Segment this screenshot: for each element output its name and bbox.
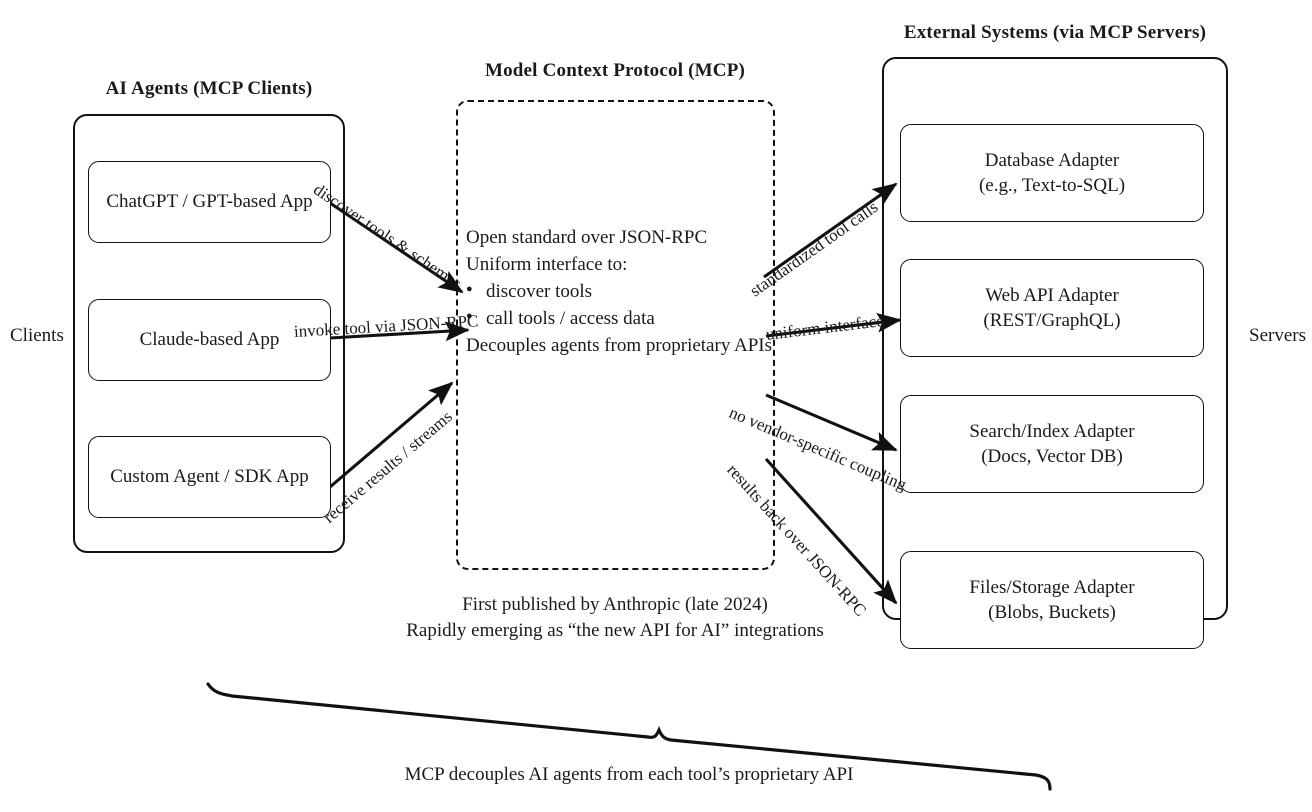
- servers-group-title: External Systems (via MCP Servers): [903, 22, 1207, 43]
- client-node-label: Claude-based App: [139, 329, 280, 351]
- server-node-label-line1: Files/Storage Adapter: [969, 576, 1135, 598]
- clients-group-title: AI Agents (MCP Clients): [105, 78, 313, 99]
- protocol-bullet-call-tools: call tools / access data: [466, 306, 772, 333]
- protocol-text-block: Open standard over JSON-RPC Uniform inte…: [466, 225, 772, 360]
- server-node-label-line2: (REST/GraphQL): [983, 310, 1121, 331]
- protocol-bullet-discover-tools: discover tools: [466, 279, 772, 306]
- client-node-label: ChatGPT / GPT-based App: [106, 191, 313, 213]
- protocol-footnote-line-1: First published by Anthropic (late 2024): [462, 594, 768, 615]
- server-node-files-storage-adapter[interactable]: Files/Storage Adapter (Blobs, Buckets): [900, 551, 1204, 649]
- server-node-label-line2: (Docs, Vector DB): [981, 446, 1123, 467]
- protocol-footnote: First published by Anthropic (late 2024)…: [395, 592, 835, 643]
- side-label-servers: Servers: [1249, 325, 1306, 346]
- side-label-clients: Clients: [10, 325, 64, 346]
- server-node-web-api-adapter[interactable]: Web API Adapter (REST/GraphQL): [900, 259, 1204, 357]
- client-node-label: Custom Agent / SDK App: [110, 466, 309, 488]
- server-node-label-line1: Search/Index Adapter: [969, 420, 1135, 442]
- protocol-line-2: Uniform interface to:: [466, 253, 628, 275]
- summary-caption: MCP decouples AI agents from each tool’s…: [404, 764, 854, 785]
- protocol-container: [456, 100, 775, 570]
- server-node-label-line1: Database Adapter: [984, 149, 1120, 171]
- server-node-label-line2: (Blobs, Buckets): [988, 602, 1116, 623]
- client-node-custom-agent[interactable]: Custom Agent / SDK App: [88, 436, 331, 518]
- server-node-label-line2: (e.g., Text-to-SQL): [978, 175, 1126, 196]
- client-node-claude[interactable]: Claude-based App: [88, 299, 331, 381]
- server-node-database-adapter[interactable]: Database Adapter (e.g., Text-to-SQL): [900, 124, 1204, 222]
- protocol-line-1: Open standard over JSON-RPC: [466, 227, 708, 248]
- edge-label-uniform-interface: uniform interface: [764, 311, 885, 344]
- protocol-group-title: Model Context Protocol (MCP): [484, 60, 746, 81]
- client-node-chatgpt[interactable]: ChatGPT / GPT-based App: [88, 161, 331, 243]
- server-node-label-line1: Web API Adapter: [985, 284, 1119, 306]
- protocol-footnote-line-2: Rapidly emerging as “the new API for AI”…: [406, 619, 824, 641]
- clients-container: [73, 114, 345, 553]
- protocol-line-5: Decouples agents from proprietary APIs: [466, 334, 773, 356]
- server-node-search-index-adapter[interactable]: Search/Index Adapter (Docs, Vector DB): [900, 395, 1204, 493]
